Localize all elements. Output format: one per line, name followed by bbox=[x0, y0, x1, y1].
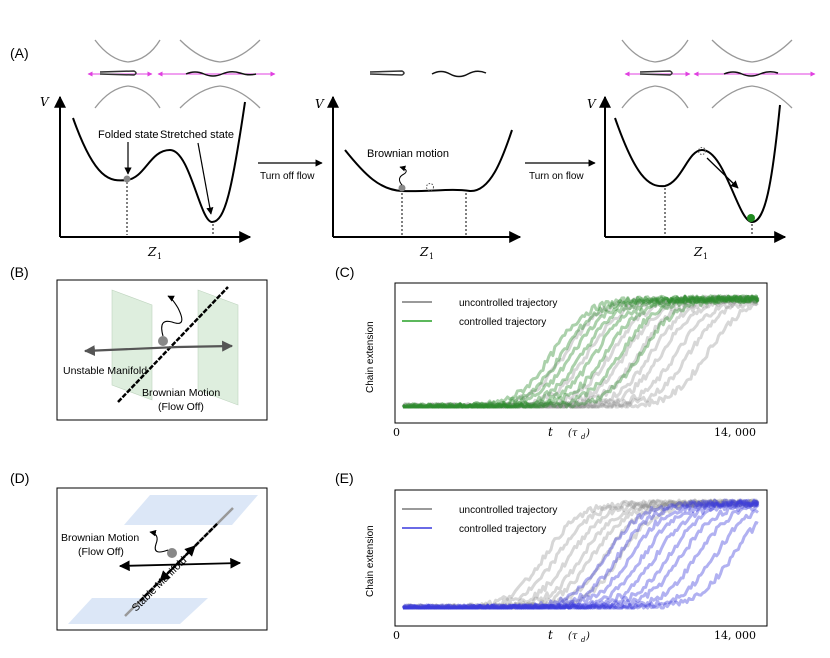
z-axis-label: Z bbox=[419, 245, 429, 259]
brownian-motion-label: Brownian motion bbox=[367, 148, 449, 160]
stretched-state-label: Stretched state bbox=[160, 129, 234, 141]
x-tick-end: 14, 000 bbox=[714, 426, 756, 439]
x-axis-label-t: t bbox=[548, 628, 553, 642]
trajectory-line bbox=[402, 294, 760, 409]
panel-d-frame bbox=[56, 487, 268, 631]
trajectory-line bbox=[402, 294, 760, 409]
panel-e-trajectories bbox=[401, 498, 760, 610]
trajectory-line bbox=[403, 499, 760, 610]
stretched-chain bbox=[723, 70, 779, 77]
trajectory-line bbox=[402, 499, 760, 610]
x-axis-unit-sub: d bbox=[581, 433, 586, 441]
x-axis-label-t: t bbox=[548, 425, 553, 439]
panel-c-label: (C) bbox=[335, 264, 354, 280]
trajectory-line bbox=[403, 295, 760, 409]
trajectory-line bbox=[402, 301, 759, 409]
trajectory-line bbox=[402, 294, 759, 409]
panel-c-trajectories bbox=[401, 294, 760, 409]
unstable-manifold-label: Unstable Manifold bbox=[63, 365, 147, 377]
z-axis-subscript: 1 bbox=[429, 252, 434, 261]
cross-slot-schematic-left bbox=[94, 39, 261, 109]
trajectory-line bbox=[402, 294, 760, 409]
x-axis-unit-close: ) bbox=[585, 631, 590, 642]
y-axis-label: Chain extension bbox=[365, 321, 376, 393]
folded-chain bbox=[369, 70, 405, 76]
trajectory-line bbox=[402, 498, 759, 610]
stable-manifold-diagram bbox=[68, 495, 258, 624]
trajectory-line bbox=[403, 498, 759, 610]
folded-state-label: Folded state bbox=[98, 129, 159, 141]
trajectory-line bbox=[402, 502, 760, 610]
x-tick-start: 0 bbox=[393, 426, 400, 439]
x-tick-start: 0 bbox=[393, 629, 400, 642]
trajectory-line bbox=[403, 504, 759, 610]
folded-chain bbox=[639, 70, 673, 76]
potential-plot-1 bbox=[54, 95, 252, 243]
trajectory-line bbox=[401, 297, 760, 409]
x-axis-unit-close: ) bbox=[585, 428, 590, 439]
x-axis-unit: (τ bbox=[568, 631, 578, 642]
trajectory-line bbox=[403, 295, 759, 409]
trajectory-line bbox=[402, 498, 760, 610]
panel-b-label: (B) bbox=[10, 264, 29, 280]
y-axis-label: Chain extension bbox=[365, 525, 376, 597]
trajectory-line bbox=[402, 294, 760, 409]
trajectory-line bbox=[403, 294, 760, 409]
cross-slot-schematic-right bbox=[621, 39, 793, 109]
trajectory-line bbox=[402, 521, 759, 610]
legend-controlled: controlled trajectory bbox=[459, 524, 546, 535]
z-axis-label: Z bbox=[693, 245, 703, 259]
panel-a-label: (A) bbox=[10, 45, 29, 61]
stretched-chain bbox=[185, 70, 257, 77]
trajectory-line bbox=[402, 509, 759, 610]
z-axis-subscript: 1 bbox=[157, 252, 162, 261]
trajectory-line bbox=[402, 294, 760, 409]
panel-e-plot-frame bbox=[394, 489, 768, 627]
turn-off-flow-label: Turn off flow bbox=[260, 171, 315, 182]
trajectory-line bbox=[402, 294, 760, 409]
z-axis-subscript: 1 bbox=[703, 252, 708, 261]
turn-on-flow-label: Turn on flow bbox=[529, 171, 584, 182]
trajectory-line bbox=[401, 499, 760, 610]
legend-uncontrolled: uncontrolled trajectory bbox=[459, 505, 557, 516]
trajectory-line bbox=[401, 294, 759, 409]
panel-c-legend bbox=[402, 301, 432, 322]
x-axis-unit-sub: d bbox=[581, 636, 586, 644]
v-axis-label: V bbox=[587, 97, 597, 111]
legend-uncontrolled: uncontrolled trajectory bbox=[459, 298, 557, 309]
stretched-chain bbox=[431, 70, 487, 78]
potential-plot-2 bbox=[327, 95, 522, 243]
trajectory-line bbox=[401, 498, 760, 610]
panel-c-plot-frame bbox=[394, 282, 768, 424]
trajectory-line bbox=[401, 294, 758, 409]
panel-e-legend bbox=[402, 508, 432, 529]
trajectory-line bbox=[403, 294, 759, 409]
trajectory-line bbox=[403, 294, 759, 409]
trajectory-line bbox=[402, 294, 760, 409]
trajectory-line bbox=[401, 498, 759, 610]
z-axis-label: Z bbox=[147, 245, 157, 259]
panel-b-frame bbox=[56, 279, 268, 421]
folded-chain bbox=[99, 70, 137, 76]
panel-e-label: (E) bbox=[335, 470, 354, 486]
x-axis-unit: (τ bbox=[568, 428, 578, 439]
trajectory-line bbox=[403, 498, 760, 610]
trajectory-line bbox=[402, 498, 759, 610]
v-axis-label: V bbox=[315, 97, 325, 111]
trajectory-line bbox=[402, 298, 760, 409]
x-tick-end: 14, 000 bbox=[714, 629, 756, 642]
trajectory-line bbox=[402, 499, 760, 610]
unstable-manifold-diagram bbox=[83, 286, 239, 406]
trajectory-line bbox=[401, 498, 760, 610]
potential-plot-3 bbox=[599, 95, 787, 243]
brownian-motion-label: Brownian Motion bbox=[61, 532, 139, 544]
legend-controlled: controlled trajectory bbox=[459, 317, 546, 328]
flow-off-label: (Flow Off) bbox=[78, 546, 124, 558]
v-axis-label: V bbox=[40, 95, 50, 109]
brownian-motion-label: Brownian Motion bbox=[142, 387, 220, 399]
panel-d-label: (D) bbox=[10, 470, 29, 486]
flow-off-label: (Flow Off) bbox=[158, 401, 204, 413]
trajectory-line bbox=[403, 498, 759, 610]
